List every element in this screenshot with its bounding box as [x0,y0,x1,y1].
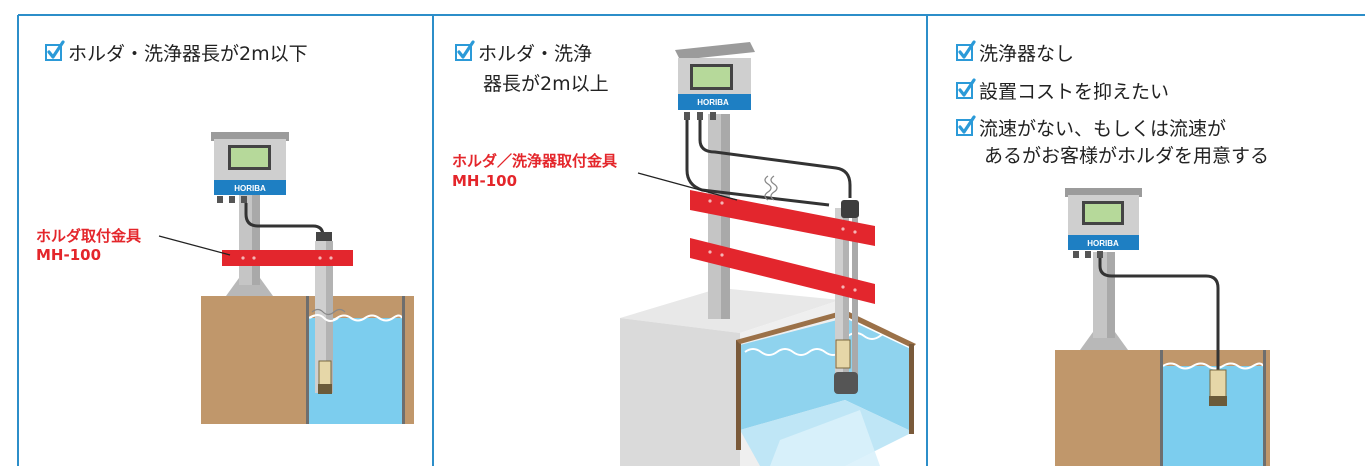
washer-head [841,200,859,218]
analyzer-unit: HORIBA [211,132,289,203]
condition-text: 設置コストを抑えたい [979,81,1169,103]
bracket-model: MH-100 [36,246,101,264]
condition-text: 洗浄器なし [979,43,1074,65]
display-screen [1085,204,1121,222]
sensor-tip [1209,369,1227,401]
mounting-bracket [690,190,875,246]
sensor-cable [244,203,325,237]
water-tank [740,318,913,432]
check-icon [955,40,976,62]
sensor-cable [698,120,852,198]
sensor-tip [835,339,851,369]
panel-2: ホルダ・洗浄 器長が2m以上 HORIBA [452,40,916,466]
soil-block [1055,350,1165,466]
check-icon [454,40,475,62]
check-icon [955,78,976,100]
bracket-label: ホルダ／洗浄器取付金具 [452,152,617,170]
sensor-cable [1098,258,1220,370]
analyzer-unit: HORIBA [1065,188,1142,258]
panel-1: ホルダ・洗浄器長が2m以下 HORIBA [36,40,414,424]
brand-label: HORIBA [234,184,266,193]
brand-label: HORIBA [1087,239,1119,248]
soil-block [201,296,314,424]
condition-text: あるがお客様がホルダを用意する [984,145,1269,167]
bracket-label: ホルダ取付金具 [36,227,141,245]
analyzer-unit: HORIBA [675,42,755,120]
condition-text: 流速がない、もしくは流速が [979,118,1226,140]
bracket-model: MH-100 [452,172,517,190]
leader-line [158,235,231,256]
leader-line [637,172,738,201]
mounting-bracket [222,250,353,266]
condition-text: 器長が2m以上 [483,73,609,95]
display-screen [693,67,730,87]
mounting-bracket [690,238,875,304]
check-icon [44,40,65,62]
check-icon [955,115,976,137]
condition-text: ホルダ・洗浄器長が2m以下 [68,43,308,65]
panel-3: 洗浄器なし 設置コストを抑えたい 流速がない、もしくは流速が あるがお客様がホル… [955,40,1270,466]
concrete-block [620,318,740,466]
display-screen [231,148,268,167]
condition-text: ホルダ・洗浄 [478,43,592,65]
brand-label: HORIBA [697,98,729,107]
panel-frame [17,14,1365,466]
